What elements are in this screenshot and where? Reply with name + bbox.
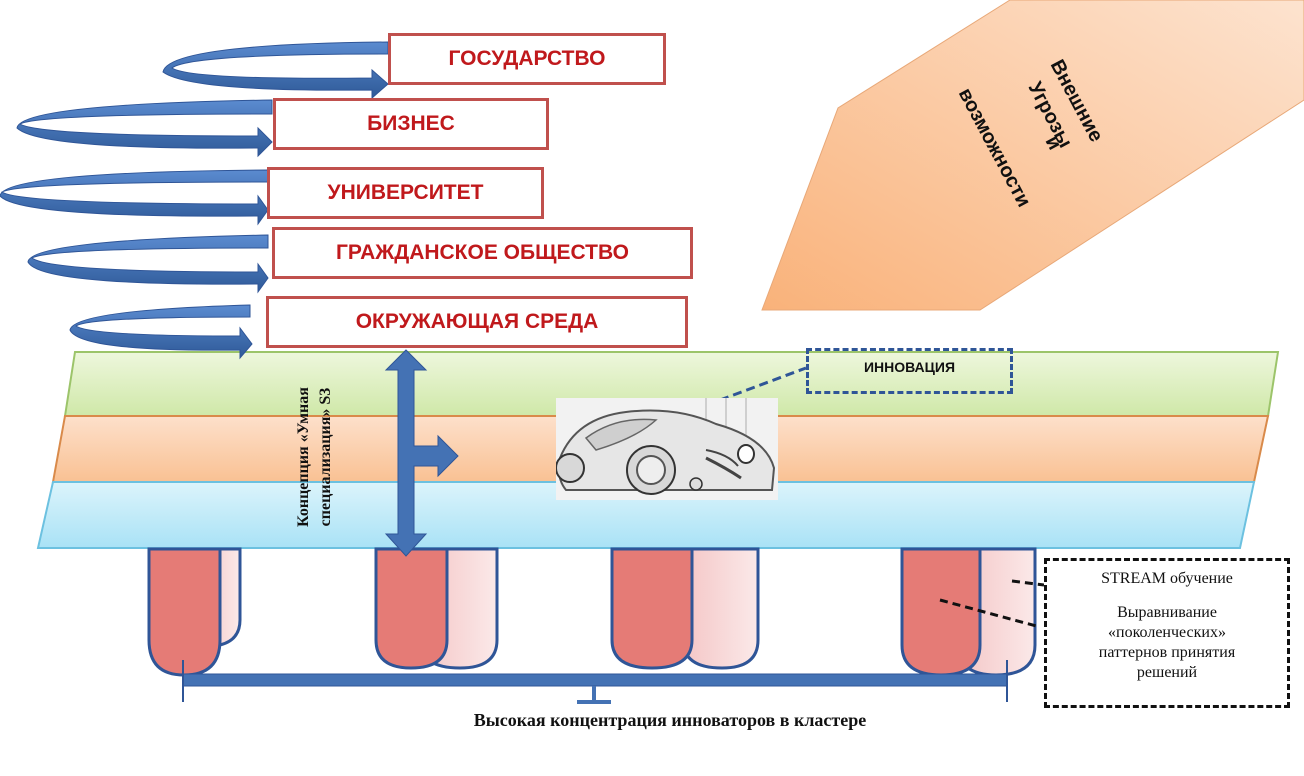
external-threats-arrow: [761, 0, 1304, 311]
actor-label: ГРАЖДАНСКОЕ ОБЩЕСТВО: [336, 241, 629, 264]
curved-arrow-icon: [16, 99, 273, 158]
actor-box-business: БИЗНЕС: [273, 98, 549, 150]
actor-label: УНИВЕРСИТЕТ: [327, 181, 484, 204]
concept-s3-label: Концепция «Умная специализация» S3: [293, 357, 343, 557]
stream-line: Выравнивание: [1117, 604, 1217, 621]
curved-arrow-icon: [162, 41, 389, 100]
blue-layer: [36, 481, 1256, 549]
innovator-pillars: [147, 547, 1037, 677]
stream-title: STREAM обучение: [1101, 570, 1233, 587]
actor-label: ГОСУДАРСТВО: [448, 47, 606, 70]
stream-connector-1: [1011, 579, 1045, 587]
stream-line: решений: [1136, 664, 1198, 681]
concept-car-image: [556, 398, 778, 500]
curved-arrow-icon: [27, 234, 269, 294]
innovation-box: ИННОВАЦИЯ: [806, 348, 1013, 394]
pillar-group-1: [147, 547, 242, 677]
pillar-group-4: [900, 547, 1037, 677]
actor-label: БИЗНЕС: [367, 112, 455, 135]
actor-label: ОКРУЖАЮЩАЯ СРЕДА: [355, 310, 599, 333]
curved-arrow-icon: [69, 304, 253, 360]
car-sketch-icon: [556, 398, 778, 500]
stream-learning-box: STREAM обучение Выравнивание «поколенчес…: [1044, 558, 1290, 708]
actor-box-environment: ОКРУЖАЮЩАЯ СРЕДА: [266, 296, 688, 348]
feedback-arrows: [0, 41, 389, 360]
cluster-bracket: [182, 660, 1008, 704]
s3-double-arrow: [384, 349, 459, 557]
stream-connector-2: [939, 598, 1041, 629]
concept-line-2: специализация» S3: [317, 387, 334, 527]
actor-box-state: ГОСУДАРСТВО: [388, 33, 666, 85]
pillar-group-3: [610, 547, 760, 670]
innovation-connector: [719, 366, 807, 402]
actor-box-civil-society: ГРАЖДАНСКОЕ ОБЩЕСТВО: [272, 227, 693, 279]
actor-box-university: УНИВЕРСИТЕТ: [267, 167, 544, 219]
concept-line-1: Концепция «Умная: [295, 387, 312, 527]
curved-arrow-icon: [0, 169, 269, 226]
innovation-label: ИННОВАЦИЯ: [863, 359, 956, 375]
bottom-caption: Высокая концентрация инноваторов в класт…: [473, 710, 867, 730]
stream-line: «поколенческих»: [1108, 624, 1226, 641]
stream-line: паттернов принятия: [1098, 644, 1236, 661]
pillar-group-2: [374, 547, 499, 670]
